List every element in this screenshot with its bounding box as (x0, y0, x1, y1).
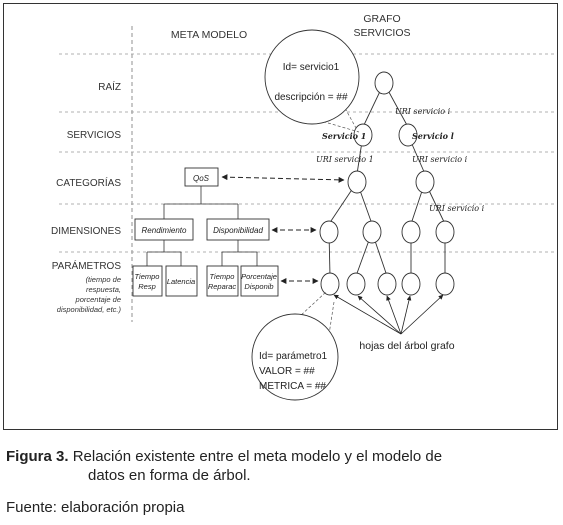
graph-header-line2: SERVICIOS (354, 27, 411, 39)
callout-top-pointer (303, 115, 360, 133)
figure-source: Fuente: elaboración propia (6, 499, 185, 516)
tree-node-dimension (435, 220, 455, 244)
level-label-raiz: RAÍZ (98, 80, 121, 93)
porcentaje-disponib-box (240, 265, 279, 297)
latencia-label: Latencia (167, 277, 195, 286)
callout-top-bubble (264, 29, 360, 125)
meta-model-header: META MODELO (171, 29, 247, 41)
edge-label-servicio-1: Servicio 1 (322, 131, 366, 141)
callout-bottom-bubble (251, 313, 339, 401)
porcentaje-disponib-label-2: Disponib (244, 282, 273, 291)
callout-bottom-pointer (325, 301, 335, 355)
parameter-note-line: respuesta, (86, 285, 121, 294)
callout-top-line-1: Id= servicio1 (283, 62, 340, 73)
porcentaje-disponib-label-1: Porcentaje (241, 272, 277, 281)
edge-label-uri-d: URI servicio i (429, 204, 485, 213)
disponibilidad-box-label: Disponibilidad (213, 226, 263, 235)
tree-node-category (347, 170, 367, 194)
tiempo-reparac-box (206, 265, 239, 297)
rendimiento-box (134, 218, 194, 241)
level-label-dimensiones: DIMENSIONES (51, 226, 121, 237)
figure-caption-text-1: Relación existente entre el meta modelo … (72, 448, 443, 465)
edge-label-uri-b: URI servicio 1 (316, 155, 374, 164)
parameter-note: (tiempo de respuesta, porcentaje de disp… (57, 275, 122, 314)
tiempo-resp-label-2: Resp (138, 282, 156, 291)
tree-node-leaf (346, 272, 366, 296)
meta-model-connectors (146, 186, 258, 266)
edge-label-servicio-l: Servicio l (412, 131, 454, 141)
qos-box (184, 167, 219, 187)
tree-node-root (374, 71, 394, 95)
tree-node-category (415, 170, 435, 194)
graph-header-line1: GRAFO (363, 13, 400, 25)
tree-node-service (353, 123, 373, 147)
disponibilidad-box (206, 218, 270, 241)
tree-node-leaf (401, 272, 421, 296)
level-label-categorias: CATEGORÍAS (56, 176, 121, 189)
tree-node-leaf (320, 272, 340, 296)
figure-caption: Figura 3. Relación existente entre el me… (6, 447, 558, 485)
tiempo-reparac-label-2: Reparac (208, 282, 237, 291)
leaves-label: hojas del árbol grafo (359, 340, 454, 352)
edge-label-uri-a: URI servicio i (395, 107, 451, 116)
latencia-box (165, 265, 198, 297)
leaves-pointers (333, 294, 444, 335)
callout-bottom-line-2: VALOR = ## (259, 366, 315, 377)
parameter-note-line: porcentaje de (75, 295, 121, 304)
figure-caption-text-2: datos en forma de árbol. (88, 467, 251, 484)
figure-label: Figura 3. (6, 448, 69, 465)
parameter-note-line: (tiempo de (86, 275, 121, 284)
tiempo-reparac-label-1: Tiempo (210, 272, 235, 281)
mapping-arrows (221, 174, 345, 284)
parameter-note-line: disponibilidad, etc.) (57, 305, 122, 314)
level-label-parametros: PARÁMETROS (52, 259, 122, 272)
qos-box-label: QoS (193, 174, 210, 183)
tree-node-dimension (401, 220, 421, 244)
arrow-qos (221, 174, 345, 183)
level-label-servicios: SERVICIOS (67, 130, 122, 141)
tree-node-leaf (377, 272, 397, 296)
diagram: META MODELO GRAFO SERVICIOS RAÍZ SERVICI… (51, 13, 554, 401)
tree-node-leaf (435, 272, 455, 296)
tree-nodes (319, 71, 455, 296)
figure-frame: META MODELO GRAFO SERVICIOS RAÍZ SERVICI… (3, 3, 558, 430)
rendimiento-box-label: Rendimiento (142, 226, 187, 235)
edge-label-uri-c: URI servicio i (412, 155, 468, 164)
callout-bottom-line-3: METRICA = ## (259, 381, 326, 392)
tiempo-resp-box (132, 265, 163, 297)
tiempo-resp-label-1: Tiempo (135, 272, 160, 281)
tree-node-dimension (362, 220, 382, 244)
callout-bottom-line-1: Id= parámetro1 (259, 351, 328, 362)
callout-top-line-2: descripción = ## (274, 92, 348, 103)
tree-node-service (398, 123, 418, 147)
tree-node-dimension (319, 220, 339, 244)
